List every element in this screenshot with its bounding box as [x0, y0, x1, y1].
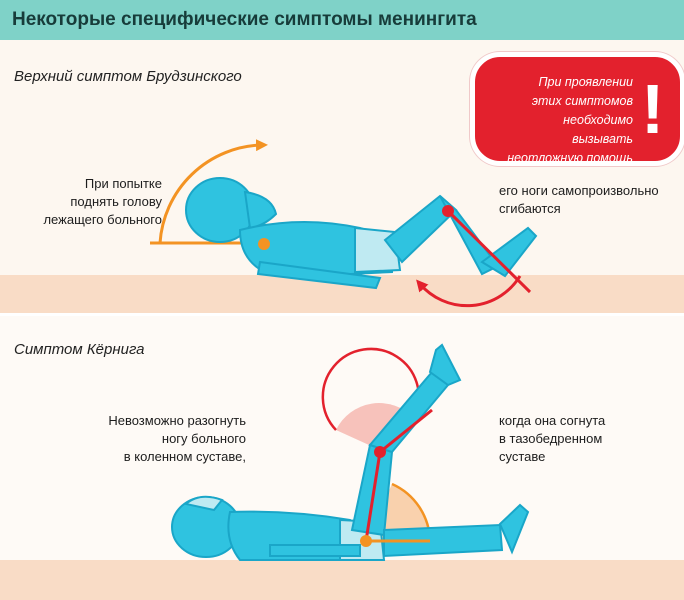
knee-shin-line [379, 408, 433, 454]
exclamation-icon: ! [641, 70, 665, 148]
section-title-brudzinski: Верхний симптом Брудзинского [14, 68, 242, 85]
patient-foot [480, 226, 538, 278]
kernig-left-line: в коленном суставе, [123, 449, 246, 464]
patient-foot [428, 343, 462, 387]
section-title-kernig: Симптом Кёрнига [14, 341, 145, 358]
alert-text: При проявлении этих симптомов необходимо… [503, 73, 633, 168]
leg-flex-arc [416, 275, 522, 308]
brudzinski-left-line: лежащего больного [43, 212, 162, 227]
neck-joint-orange [258, 238, 270, 250]
brudzinski-left-line: При попытке [84, 176, 162, 191]
knee-hip-line [364, 451, 382, 542]
patient-arm [256, 260, 382, 290]
kernig-left-text: Невозможно разогнуть ногу больного в кол… [92, 412, 246, 466]
kernig-right-text: когда она согнута в тазобедренном сустав… [499, 412, 605, 466]
knee-shin-line [446, 209, 532, 294]
head-rotation-arc [158, 139, 268, 244]
brudzinski-right-text: его ноги самопроизвольно сгибаются [499, 182, 659, 218]
brudzinski-left-line: поднять голову [70, 194, 162, 209]
brudzinski-left-text: При попытке поднять голову лежащего боль… [40, 175, 162, 229]
patient-face [183, 495, 224, 512]
kernig-right-line: в тазобедренном [499, 431, 603, 446]
hip-joint-orange [360, 535, 372, 547]
knee-joint-red [442, 205, 454, 217]
patient-thigh [350, 443, 394, 537]
alert-line: При проявлении [538, 75, 633, 89]
floor-strip-bottom [0, 560, 684, 600]
kernig-left-line: ногу больного [161, 431, 246, 446]
patient-arm [269, 544, 361, 557]
alert-line: неотложную помощь [507, 151, 633, 165]
kernig-left-line: Невозможно разогнуть [108, 413, 246, 428]
kernig-right-line: когда она согнута [499, 413, 606, 428]
kernig-right-line: суставе [499, 449, 546, 464]
alert-line: необходимо вызывать [563, 113, 633, 146]
patient-other-leg [383, 523, 504, 558]
patient-other-foot [498, 503, 530, 555]
brudzinski-right-line: сгибаются [499, 201, 561, 216]
emergency-alert: При проявлении этих симптомов необходимо… [470, 52, 684, 166]
page-title: Некоторые специфические симптомы менинги… [12, 9, 477, 30]
header-bar: Некоторые специфические симптомы менинги… [0, 0, 684, 40]
section-divider [0, 313, 684, 316]
knee-joint-red [374, 446, 386, 458]
alert-line: этих симптомов [531, 94, 633, 108]
brudzinski-right-line: его ноги самопроизвольно [499, 183, 659, 198]
